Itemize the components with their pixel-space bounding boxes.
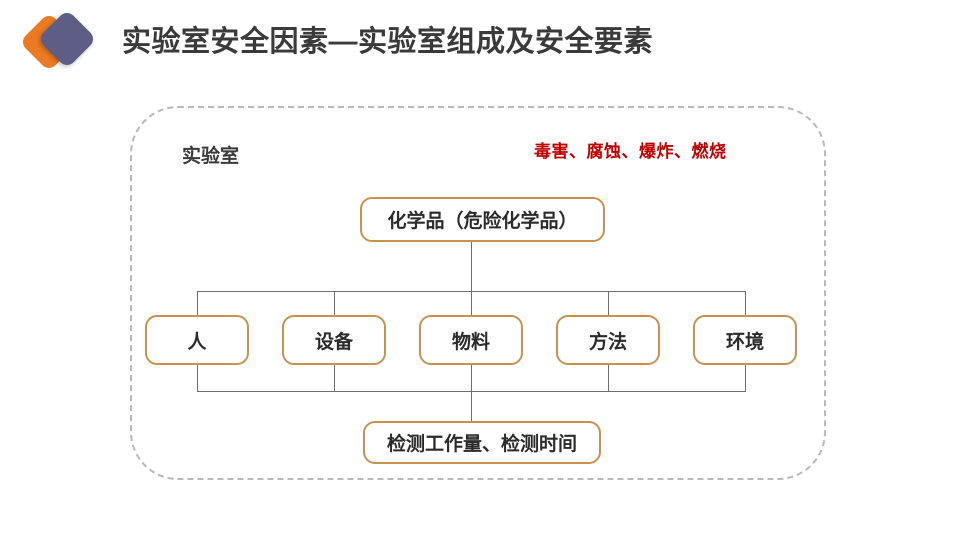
node-environment[interactable]: 环境 xyxy=(693,315,797,365)
connector-drop-1 xyxy=(197,291,198,315)
node-method[interactable]: 方法 xyxy=(556,315,660,365)
connector-rise-4 xyxy=(608,365,609,391)
laboratory-container xyxy=(130,106,826,480)
connector-rise-5 xyxy=(745,365,746,391)
node-equipment[interactable]: 设备 xyxy=(282,315,386,365)
connector-bottom-stem xyxy=(471,391,472,421)
laboratory-label: 实验室 xyxy=(182,146,240,167)
connector-rise-3 xyxy=(471,365,472,391)
connector-top-stem xyxy=(471,242,472,292)
connector-drop-4 xyxy=(608,291,609,315)
connector-rise-2 xyxy=(334,365,335,391)
node-chemicals[interactable]: 化学品（危险化学品） xyxy=(360,197,605,242)
connector-drop-5 xyxy=(745,291,746,315)
node-person[interactable]: 人 xyxy=(145,315,249,365)
logo xyxy=(19,9,110,74)
connector-drop-2 xyxy=(334,291,335,315)
slide-header: 实验室安全因素—实验室组成及安全要素 xyxy=(0,0,960,88)
node-material[interactable]: 物料 xyxy=(419,315,523,365)
connector-drop-3 xyxy=(471,291,472,315)
page-title: 实验室安全因素—实验室组成及安全要素 xyxy=(122,26,654,58)
hazard-note: 毒害、腐蚀、爆炸、燃烧 xyxy=(534,142,727,161)
node-workload-time[interactable]: 检测工作量、检测时间 xyxy=(363,421,601,464)
connector-rise-1 xyxy=(197,365,198,391)
